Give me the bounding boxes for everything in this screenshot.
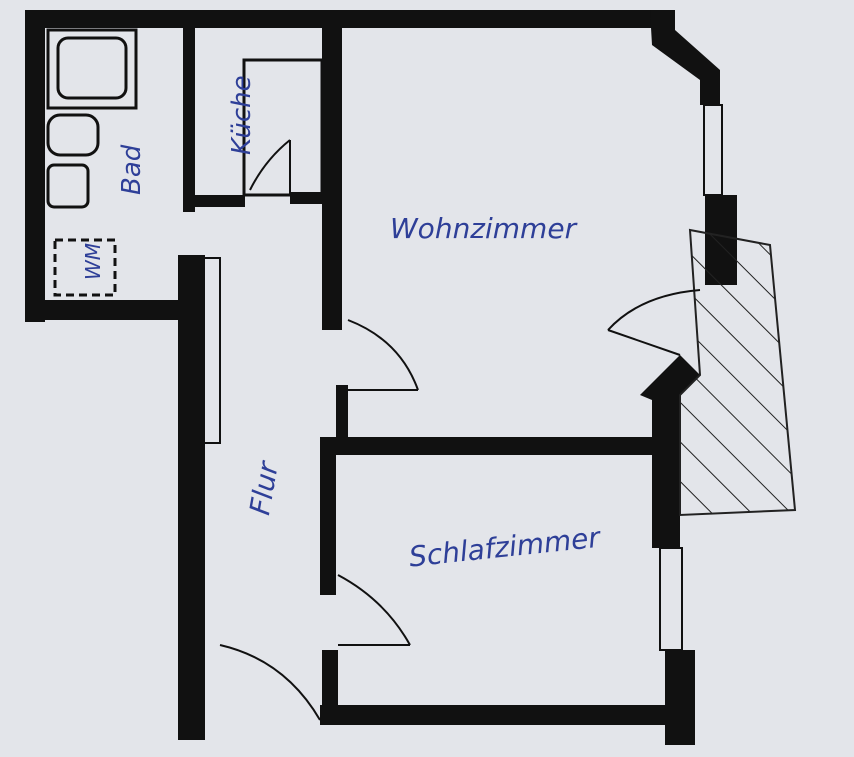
room-label-washer: WM [81,243,105,280]
room-label-kitchen: Küche [227,75,257,155]
fixtures [46,28,324,297]
balcony-hatched [679,228,797,517]
room-label-living: Wohnzimmer [390,212,578,245]
walls [25,10,737,745]
windows [197,104,723,651]
doors [219,139,701,721]
room-label-bath: Bad [117,144,147,195]
